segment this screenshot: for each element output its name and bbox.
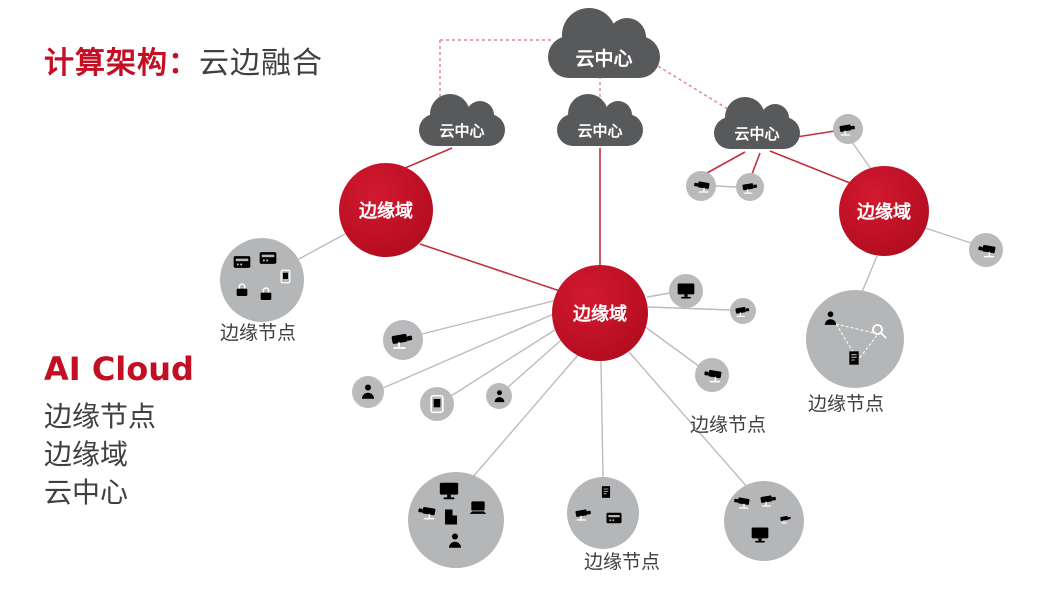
nvr-box-icon [606, 512, 622, 524]
sub-cloud-left: 云中心 [419, 94, 505, 146]
edge-node-label-mid: 边缘节点 [690, 414, 767, 436]
laptop-icon [469, 501, 487, 514]
document-icon [601, 485, 611, 499]
cctv-camera-icon [733, 496, 750, 509]
cctv-camera-icon [760, 494, 777, 507]
person-node [486, 383, 512, 409]
gray-connectors [298, 141, 972, 489]
legend-item-edge-node: 边缘节点 [44, 400, 157, 433]
edge-node-cluster-bottom-left [408, 472, 504, 568]
tablet-node [420, 387, 454, 421]
brand-label: AI Cloud [44, 350, 194, 388]
person-icon [494, 389, 504, 402]
cctv-camera-icon [977, 243, 996, 258]
monitor-icon [677, 283, 695, 299]
sub-cloud-right: 云中心 [714, 97, 800, 149]
sub-cloud-center-label: 云中心 [577, 121, 623, 140]
edge-node-cluster-right [806, 290, 904, 388]
lock-icon [235, 283, 249, 297]
person-node [352, 376, 384, 408]
title-prefix: 计算架构： [44, 46, 199, 81]
person-icon [362, 384, 374, 399]
nvr-box-icon [259, 252, 277, 264]
legend: AI Cloud 边缘节点 边缘域 云中心 [44, 350, 194, 512]
camera-node [686, 171, 716, 201]
edge-node-cluster-bottom-center [567, 477, 639, 549]
cctv-camera-icon [417, 505, 436, 520]
cctv-camera-icon [741, 181, 758, 194]
camera-node [730, 298, 756, 324]
monitor-icon [439, 482, 459, 500]
document-icon [848, 350, 860, 366]
monitor-icon [751, 527, 769, 543]
main-cloud-center: 云中心 [548, 8, 660, 78]
main-cloud-label: 云中心 [575, 47, 633, 70]
cctv-camera-icon [735, 306, 750, 317]
person-icon [824, 311, 837, 325]
edge-node-cluster-left [220, 238, 304, 322]
building-icon [445, 509, 457, 525]
cctv-camera-icon [693, 180, 710, 193]
sub-cloud-right-label: 云中心 [734, 124, 780, 143]
legend-item-cloud-center: 云中心 [44, 476, 129, 509]
edge-domain-right: 边缘域 [839, 166, 929, 256]
cctv-camera-icon [703, 368, 722, 383]
red-connectors [397, 130, 851, 292]
edge-domain-left: 边缘域 [339, 163, 433, 257]
edge-node-label-bottom: 边缘节点 [584, 551, 661, 573]
cctv-camera-icon [780, 515, 792, 524]
cctv-camera-icon [575, 508, 592, 521]
nvr-box-icon [233, 256, 251, 268]
camera-node [969, 233, 1003, 267]
lock-icon [259, 287, 273, 301]
cctv-camera-icon [391, 332, 414, 349]
edge-node-label-left: 边缘节点 [220, 322, 297, 344]
edge-node-cluster-bottom-right [724, 481, 804, 561]
sub-cloud-center: 云中心 [557, 94, 643, 146]
tablet-icon [280, 269, 291, 284]
tablet-icon [430, 394, 444, 414]
legend-item-edge-domain: 边缘域 [44, 438, 129, 471]
camera-node [695, 358, 729, 392]
cluster-internal-links [834, 323, 879, 361]
camera-node [833, 114, 863, 144]
monitor-node [669, 274, 703, 308]
title-suffix: 云边融合 [199, 46, 323, 81]
magnifier-icon [872, 324, 887, 339]
slide-title: 计算架构：云边融合 [44, 38, 323, 82]
edge-node-label-right: 边缘节点 [808, 393, 885, 415]
cctv-camera-icon [839, 123, 856, 136]
sub-cloud-left-label: 云中心 [439, 121, 485, 140]
edge-domain-center: 边缘域 [552, 265, 648, 361]
camera-node [736, 173, 764, 201]
camera-node [383, 320, 423, 360]
person-icon [449, 533, 461, 548]
